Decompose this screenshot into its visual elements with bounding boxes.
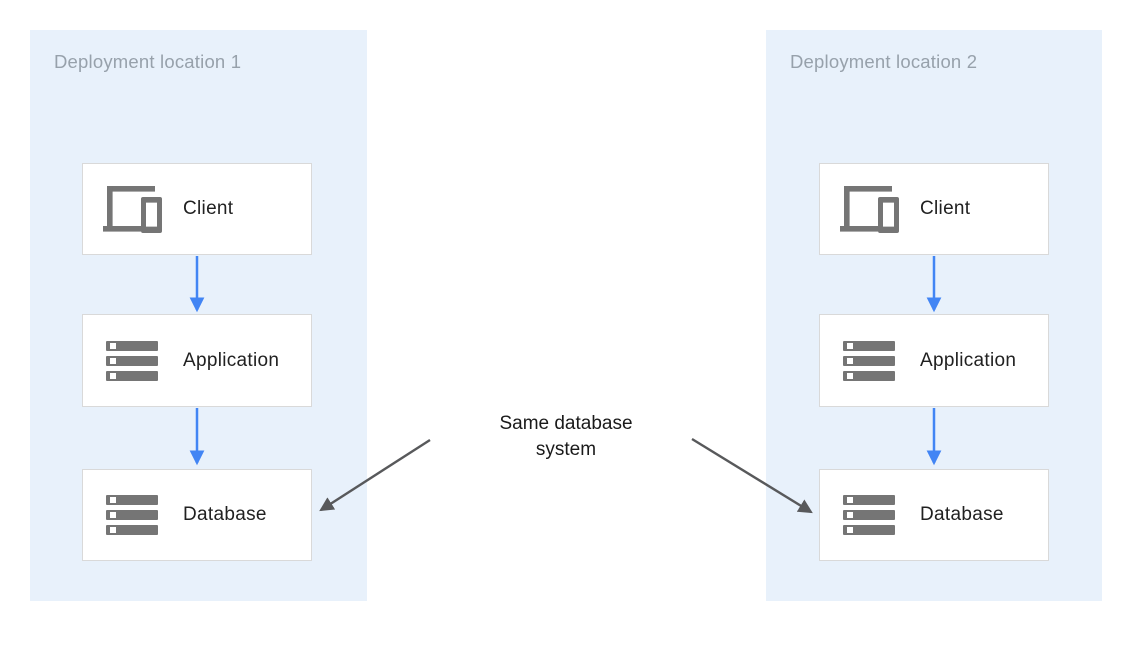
zone1-client-node: Client (82, 163, 312, 255)
node-label: Application (920, 349, 1017, 371)
node-label: Database (183, 504, 267, 525)
zone1-application-node: Application (82, 314, 312, 407)
zone2-client-node: Client (819, 163, 1049, 255)
server-stack-icon (102, 340, 162, 381)
annotation-line-1: Same database (499, 413, 633, 434)
node-label: Client (920, 198, 971, 219)
server-stack-icon (839, 340, 899, 381)
zone1-database-node: Database (82, 469, 312, 561)
devices-icon (839, 185, 899, 233)
zone-1-label: Deployment location 1 (54, 51, 242, 72)
zone2-application-node: Application (819, 314, 1049, 407)
zone-2-label: Deployment location 2 (790, 51, 978, 72)
node-label: Client (183, 198, 234, 219)
node-label: Application (183, 349, 280, 371)
server-stack-icon (839, 495, 899, 535)
zone2-database-node: Database (819, 469, 1049, 561)
devices-icon (102, 185, 162, 233)
server-stack-icon (102, 495, 162, 535)
annotation-same-database-system: Same database system (441, 411, 691, 463)
annotation-line-2: system (535, 439, 597, 460)
node-label: Database (920, 504, 1004, 525)
